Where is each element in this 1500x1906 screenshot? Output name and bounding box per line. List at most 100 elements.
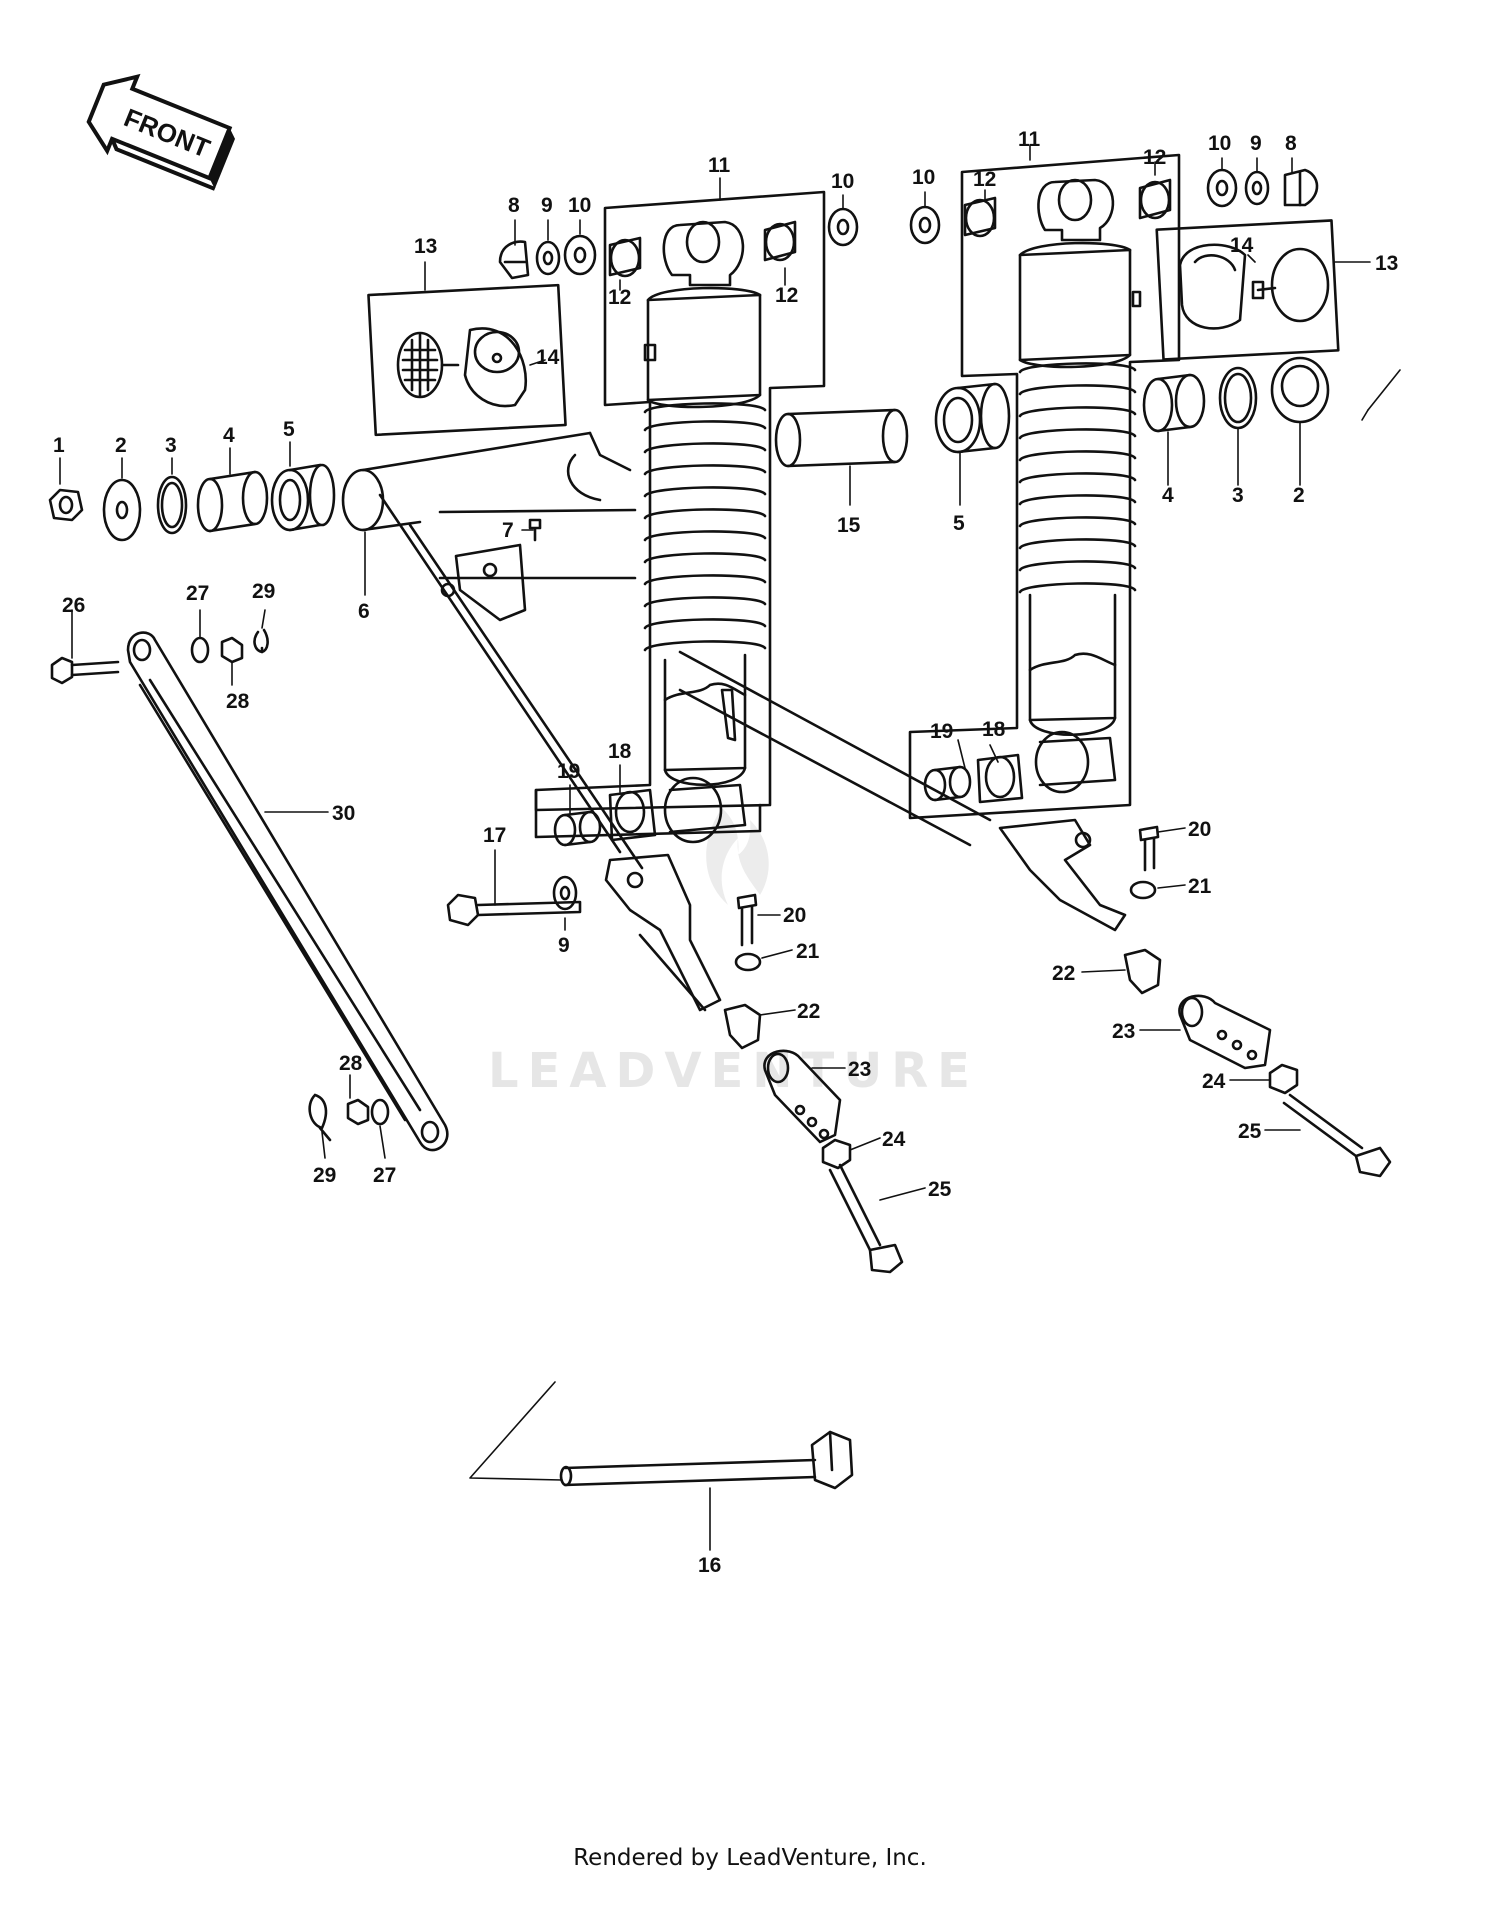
reflector-emblem-14-right [1178, 243, 1330, 330]
cap-nut-8-right [1283, 168, 1319, 207]
callout-27-lower: 27 [373, 1164, 396, 1187]
callout-15: 15 [837, 514, 861, 537]
callout-20-right: 20 [1188, 818, 1211, 841]
callout-12-right-a: 12 [973, 168, 996, 191]
callout-2-right: 2 [1293, 484, 1305, 507]
callout-8-left: 8 [508, 194, 520, 217]
callout-13-right: 13 [1375, 252, 1398, 275]
leader-lines [59, 144, 1401, 1551]
washer-10-right [1206, 168, 1238, 208]
callout-22-right: 22 [1052, 962, 1075, 985]
callout-5-right: 5 [953, 512, 965, 535]
callout-29-lower: 29 [313, 1164, 336, 1187]
callout-1: 1 [53, 434, 65, 457]
callout-25-right: 25 [1238, 1120, 1262, 1143]
callout-25-left: 25 [928, 1178, 952, 1201]
callout-28-lower: 28 [339, 1052, 363, 1075]
callout-9-right: 9 [1250, 132, 1262, 155]
shock-absorber-left [643, 220, 767, 844]
callout-22-left: 22 [797, 1000, 820, 1023]
cotter-pin-29-upper [253, 628, 269, 654]
callout-12-right-b: 12 [1143, 146, 1166, 169]
adjuster-block-22-right [1123, 948, 1162, 995]
callout-5-left: 5 [283, 418, 295, 441]
washer-27-upper [190, 636, 210, 664]
callout-10-left: 10 [568, 194, 591, 217]
washer-9-lower [552, 875, 578, 911]
grease-nipple [528, 518, 542, 542]
callout-10-right: 10 [1208, 132, 1231, 155]
washer-9-right [1244, 170, 1270, 206]
callout-4-left: 4 [223, 424, 235, 447]
washer-10-center-left [827, 207, 859, 247]
callout-14-right: 14 [1230, 234, 1254, 257]
washer-21-right [1129, 880, 1157, 900]
callout-29-upper: 29 [252, 580, 275, 603]
callout-12-left-a: 12 [608, 286, 631, 309]
washer-2-left [102, 478, 142, 542]
adjuster-block-22-left [723, 1003, 762, 1050]
callout-24-left: 24 [882, 1128, 906, 1151]
pivot-shaft-16 [559, 1430, 854, 1490]
callout-9-left: 9 [541, 194, 553, 217]
callout-3-right: 3 [1232, 484, 1244, 507]
callout-20-left: 20 [783, 904, 806, 927]
callout-4-right: 4 [1162, 484, 1174, 507]
credit-line: Rendered by LeadVenture, Inc. [573, 1845, 927, 1871]
callout-13-left: 13 [414, 235, 437, 258]
callout-2-left: 2 [115, 434, 127, 457]
callout-21-right: 21 [1188, 875, 1212, 898]
adjuster-bolt-25-right [1282, 1093, 1392, 1178]
callout-17: 17 [483, 824, 506, 847]
cotter-pin-29-lower [308, 1093, 332, 1142]
nut-24-right [1268, 1063, 1299, 1095]
emblem-box-right [1155, 219, 1340, 361]
washer-2-right [1270, 356, 1330, 424]
callout-16: 16 [698, 1554, 721, 1577]
watermark-text: LEADVENTURE [488, 1043, 979, 1099]
group-box-lower-left [534, 788, 762, 839]
washer-27-lower [370, 1098, 390, 1126]
nut-28-upper [220, 636, 244, 664]
callout-21-left: 21 [796, 940, 820, 963]
rubber-bushing-12-right-a [963, 196, 997, 238]
rubber-bushing-12-right-b [1138, 178, 1172, 220]
callout-11-left: 11 [708, 154, 731, 177]
bolt-20-right [1138, 825, 1160, 872]
reflector-emblem-14-left [396, 327, 528, 408]
bushing-5-left [270, 463, 336, 532]
bolt-20-left [736, 893, 758, 947]
callout-26: 26 [62, 594, 85, 617]
sleeve-4-right [1142, 373, 1206, 433]
shock-absorber-assembly-box-right [908, 153, 1181, 820]
rubber-bushing-12-left-b [763, 220, 797, 262]
callout-30: 30 [332, 802, 355, 825]
nut-24-left [821, 1138, 852, 1170]
callout-labels: 1 2 3 4 5 6 7 8 9 10 11 12 12 13 14 10 1… [53, 128, 1398, 1577]
callout-18-right: 18 [982, 718, 1006, 741]
callout-11-right: 11 [1018, 128, 1041, 151]
emblem-box-left [367, 283, 567, 437]
swing-arm [341, 431, 1127, 1012]
adjuster-plate-23-left [763, 1049, 842, 1144]
callout-18-left: 18 [608, 740, 632, 763]
callout-14-left: 14 [536, 346, 560, 369]
torque-link-30 [126, 631, 449, 1152]
bushing-18-left [608, 788, 657, 842]
nut-1 [48, 488, 84, 522]
callout-19-left: 19 [557, 760, 580, 783]
shock-absorber-right [1018, 178, 1142, 794]
adjuster-plate-23-right [1178, 994, 1272, 1070]
washer-10-left [563, 234, 597, 276]
cap-nut-8-left [498, 240, 530, 280]
bolt-17 [446, 893, 582, 927]
rubber-bushing-12-left-a [608, 236, 642, 278]
callout-23-right: 23 [1112, 1020, 1135, 1043]
front-arrow-icon: FRONT [86, 73, 236, 191]
callout-27-upper: 27 [186, 582, 209, 605]
collar-19-right [923, 765, 972, 802]
washer-21-left [734, 952, 762, 972]
callout-6: 6 [358, 600, 370, 623]
bushing-5-right [934, 382, 1011, 454]
